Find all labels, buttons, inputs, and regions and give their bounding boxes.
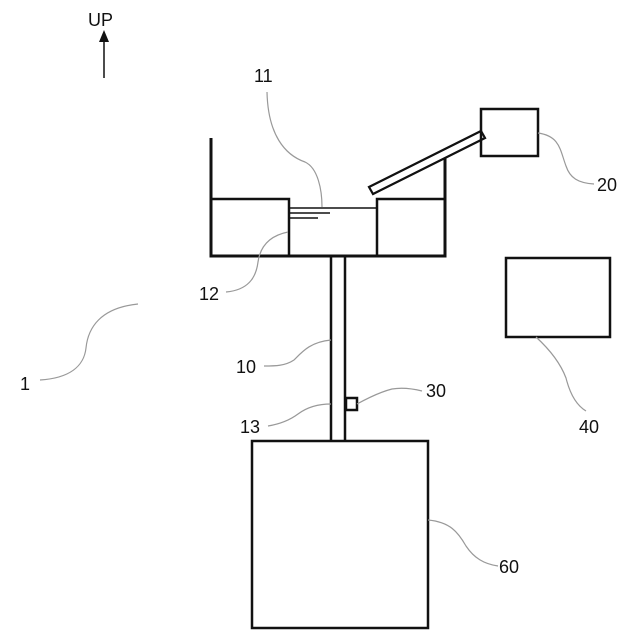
leader-40 xyxy=(536,337,586,411)
conduit xyxy=(331,256,345,441)
ref-40: 40 xyxy=(579,417,599,437)
leader-12 xyxy=(226,232,288,292)
leader-30 xyxy=(357,388,422,404)
leader-20 xyxy=(538,133,594,184)
container-box xyxy=(252,441,428,628)
leader-11 xyxy=(267,92,322,207)
leader-1 xyxy=(40,304,138,380)
leader-10 xyxy=(264,340,331,366)
basin-right-block xyxy=(377,199,445,256)
basin-left-block xyxy=(211,199,289,256)
dispenser xyxy=(369,109,538,194)
ref-30: 30 xyxy=(426,381,446,401)
ref-12: 12 xyxy=(199,284,219,304)
up-label: UP xyxy=(88,10,113,30)
leader-13 xyxy=(268,404,331,426)
ref-10: 10 xyxy=(236,357,256,377)
ref-13: 13 xyxy=(240,417,260,437)
up-arrow xyxy=(99,30,109,78)
ref-60: 60 xyxy=(499,557,519,577)
ref-11: 11 xyxy=(254,66,273,86)
sensor-box xyxy=(346,398,357,410)
dispenser-chute xyxy=(369,131,485,194)
ref-20: 20 xyxy=(597,175,617,195)
controller-box xyxy=(506,258,610,337)
leader-60 xyxy=(428,520,498,566)
arrowhead-icon xyxy=(99,30,109,42)
basin xyxy=(211,138,445,256)
ref-1: 1 xyxy=(20,374,30,394)
dispenser-box xyxy=(481,109,538,156)
